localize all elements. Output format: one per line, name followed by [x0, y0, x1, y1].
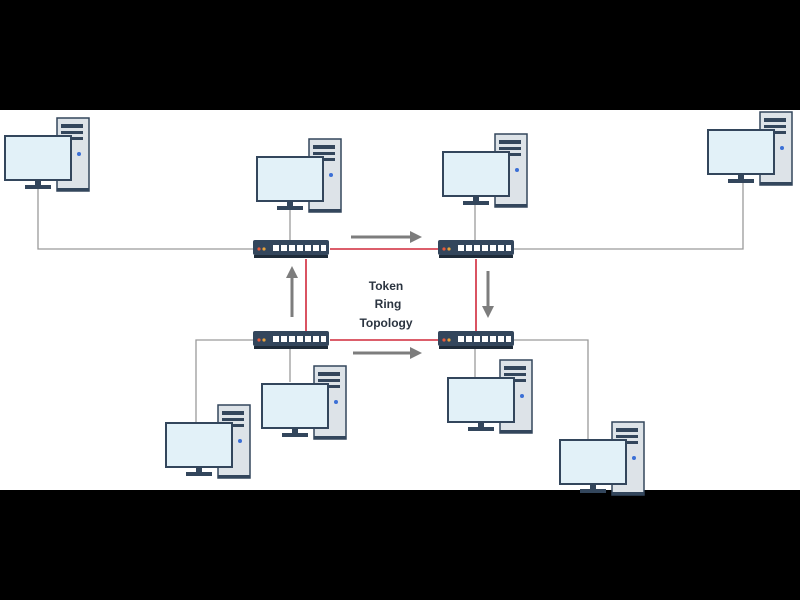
- title-line-2: Ring: [375, 297, 402, 311]
- arrow-up-icon: [286, 266, 298, 317]
- title-line-1: Token: [369, 279, 403, 293]
- cable-bottom-right-far: [514, 339, 589, 440]
- workstation-far-top-left: [4, 117, 90, 192]
- token-direction-arrows: [286, 231, 494, 359]
- workstation-top-left: [256, 138, 342, 213]
- title-line-3: Topology: [359, 316, 412, 330]
- hub-top-left: [253, 240, 329, 258]
- workstation-top-right: [442, 133, 528, 208]
- workstation-far-top-right: [707, 111, 793, 186]
- ring-links: [305, 248, 477, 341]
- diagram-canvas: [0, 110, 800, 490]
- cable-far-top-left: [37, 185, 254, 250]
- workstation-bottom-right-far: [559, 421, 645, 496]
- cable-bottom-left-far: [195, 339, 254, 422]
- arrow-down-icon: [482, 271, 494, 318]
- topology-title: Token Ring Topology: [359, 279, 412, 330]
- workstation-bottom-right-near: [447, 359, 533, 434]
- hub-bottom-right: [438, 331, 514, 349]
- hub-bottom-left: [253, 331, 329, 349]
- arrow-right-icon: [351, 231, 422, 243]
- workstation-bottom-left-far: [165, 404, 251, 479]
- hub-top-right: [438, 240, 514, 258]
- cable-far-top-right: [514, 182, 744, 250]
- workstation-bottom-left-near: [261, 365, 347, 440]
- cable-links: [37, 182, 744, 440]
- arrow-right-icon: [353, 347, 422, 359]
